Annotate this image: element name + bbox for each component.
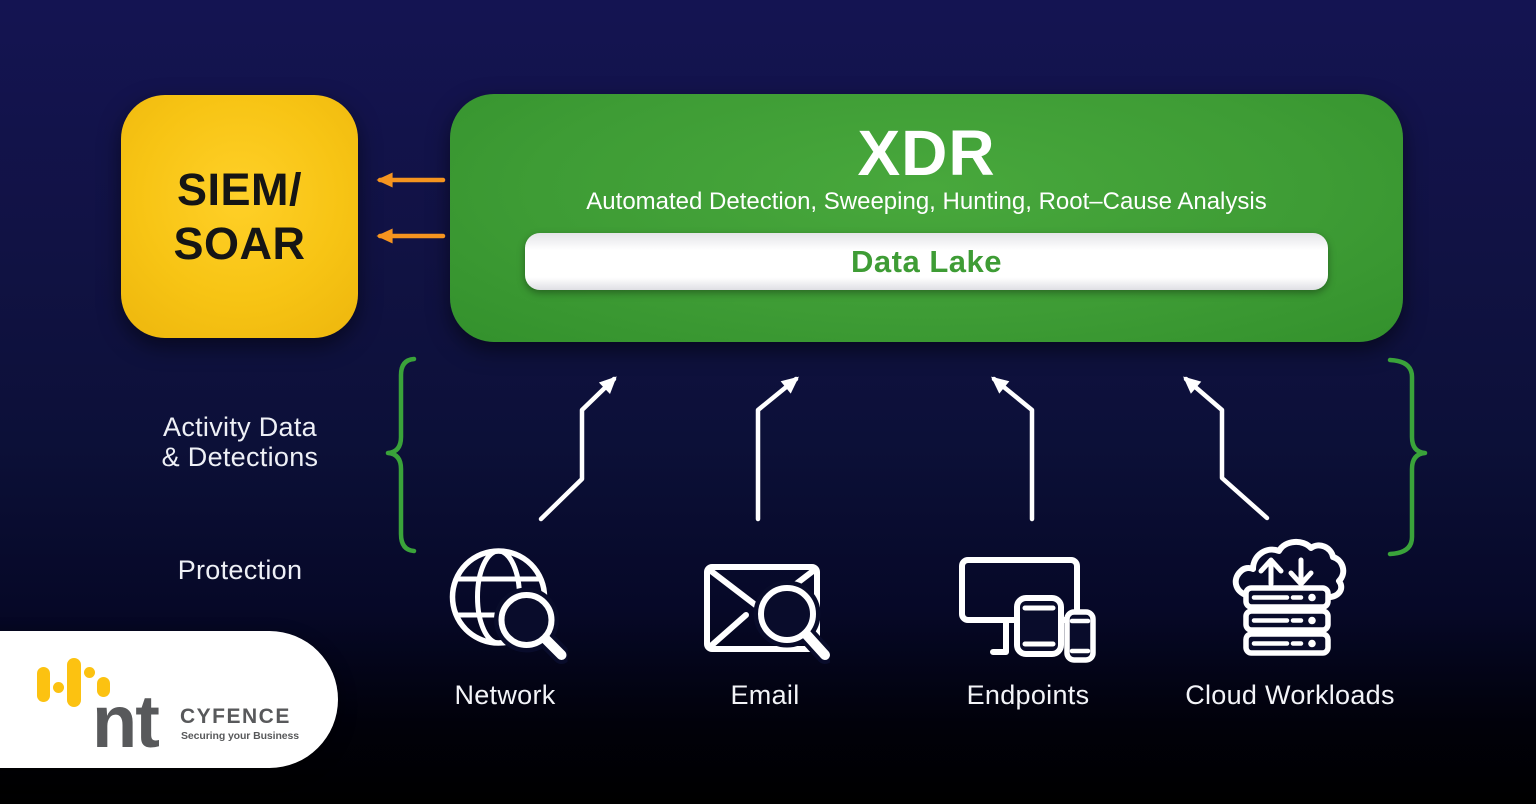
source-label-network: Network <box>454 680 556 710</box>
logo-card: nt CYFENCE Securing your Business <box>0 631 338 768</box>
data-flow-arrow-network <box>538 376 617 522</box>
activity-data-label: Activity Data & Detections <box>98 412 382 472</box>
right-brace <box>1387 357 1428 557</box>
source-endpoints: Endpoints <box>908 538 1148 710</box>
globe-magnifier-icon <box>449 548 568 664</box>
siem-soar-label-line1: SIEM/ <box>176 163 302 215</box>
xdr-title: XDR <box>857 117 996 189</box>
data-lake-bar: Data Lake <box>525 233 1328 290</box>
activity-data-line2: & Detections <box>161 442 319 472</box>
nt-logo-waveform-bars <box>37 658 110 707</box>
globe-magnifier-icon-shapes <box>449 548 568 664</box>
siem-soar-box: SIEM/ SOAR <box>121 95 358 338</box>
cyfence-wordmark: CYFENCE <box>180 705 291 728</box>
data-flow-arrow-cloud <box>1183 376 1270 521</box>
envelope-magnifier-icon-shapes <box>704 564 830 664</box>
devices-icon <box>959 557 1096 663</box>
cyfence-tagline: Securing your Business <box>181 730 300 742</box>
siem-soar-label: SIEM/ SOAR <box>173 163 305 271</box>
cloud-servers-icon <box>1232 539 1347 656</box>
envelope-magnifier-icon <box>704 564 830 664</box>
cloud-servers-icon-shapes <box>1232 539 1347 656</box>
source-label-email: Email <box>730 680 800 710</box>
data-flow-arrow-endpoints <box>991 376 1035 522</box>
devices-icon-shapes <box>959 557 1096 663</box>
data-lake-label: Data Lake <box>851 243 1002 279</box>
nt-logo-waveform-icon <box>37 658 110 707</box>
source-email: Email <box>645 538 885 710</box>
source-network: Network <box>385 538 625 710</box>
source-cloud-workloads: Cloud Workloads <box>1170 538 1410 710</box>
source-label-cloud-workloads: Cloud Workloads <box>1185 680 1395 710</box>
protection-label: Protection <box>177 555 303 585</box>
siem-soar-label-line2: SOAR <box>173 217 306 269</box>
data-flow-arrow-email <box>755 376 799 522</box>
xdr-subtitle: Automated Detection, Sweeping, Hunting, … <box>586 188 1267 215</box>
source-label-endpoints: Endpoints <box>966 680 1090 710</box>
activity-data-line1: Activity Data <box>163 412 317 442</box>
nt-logo-text: nt <box>92 680 160 763</box>
xdr-box: XDR Automated Detection, Sweeping, Hunti… <box>450 94 1403 342</box>
left-brace <box>385 356 417 554</box>
